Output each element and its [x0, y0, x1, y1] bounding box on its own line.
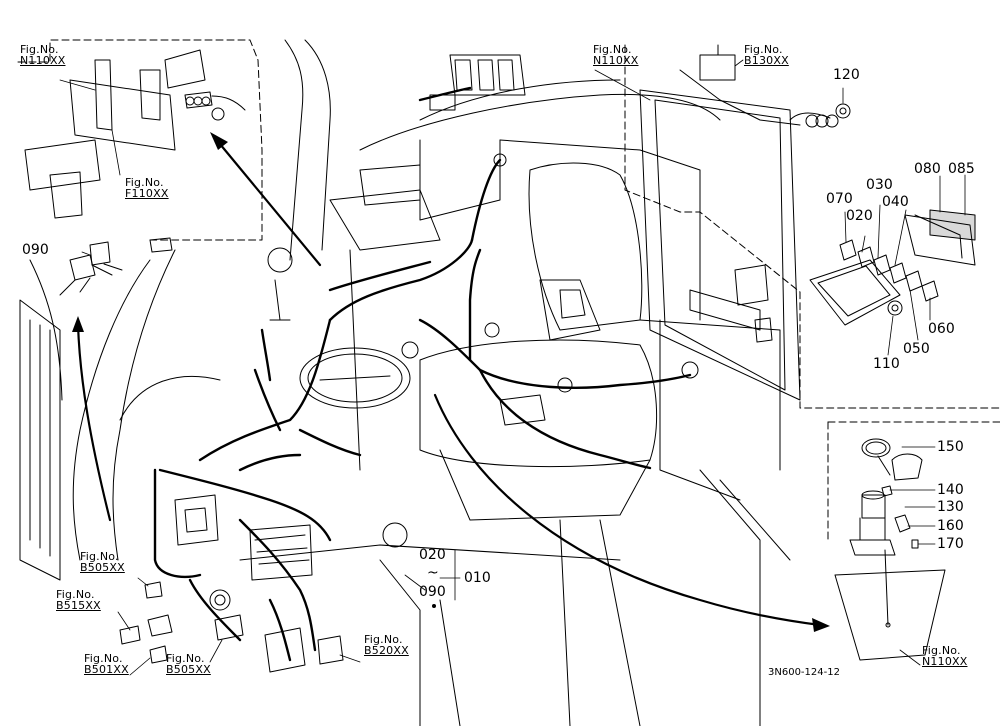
fig-ref-code: N110XX	[593, 54, 639, 67]
fig-ref-top-left: Fig.No. N110XX	[20, 44, 66, 66]
part-number-070: 070	[826, 191, 853, 207]
fig-ref-bottom-left-2: Fig.No. B515XX	[56, 589, 101, 611]
arrow-to-bottom-right	[433, 393, 822, 627]
inset-boundary-top-left	[17, 39, 263, 241]
arrow-to-left	[76, 323, 112, 522]
fig-ref-prefix: Fig.No.	[80, 550, 119, 563]
arrow-heads	[72, 132, 830, 632]
part-number-020: 020	[846, 208, 873, 224]
seat-outline	[419, 162, 658, 521]
part-number-060: 060	[928, 321, 955, 337]
fig-ref-code: N110XX	[20, 54, 66, 67]
fig-ref-bottom-mid-2: Fig.No. B520XX	[364, 634, 409, 656]
dome-lamp	[429, 54, 526, 111]
part-number-140: 140	[937, 482, 964, 498]
fig-ref-prefix: Fig.No.	[125, 176, 164, 189]
part-number-150: 150	[937, 439, 964, 455]
label-leaders	[59, 59, 966, 676]
steering-wheel	[299, 347, 411, 409]
fig-ref-prefix: Fig.No.	[166, 652, 205, 665]
inset-top-right-parts	[639, 44, 851, 401]
range-from-label: 020	[419, 547, 446, 563]
fig-ref-top-left-inner: Fig.No. F110XX	[125, 177, 169, 199]
fig-ref-bottom-left-1: Fig.No. B505XX	[80, 551, 125, 573]
fig-ref-prefix: Fig.No.	[922, 644, 961, 657]
fig-ref-prefix: Fig.No.	[364, 633, 403, 646]
leader-arrows	[76, 136, 822, 627]
part-number-085: 085	[948, 161, 975, 177]
part-number-120: 120	[833, 67, 860, 83]
fig-ref-bottom-left-3: Fig.No. B501XX	[84, 653, 129, 675]
part-number-160: 160	[937, 518, 964, 534]
range-group-label: 010	[464, 570, 491, 586]
range-tilde: ~	[427, 565, 439, 581]
part-number-080: 080	[914, 161, 941, 177]
inset-top-left-parts	[24, 49, 246, 219]
range-to-label: 090	[419, 584, 446, 600]
drawing-code: 3N600-124-12	[768, 667, 840, 678]
part-number-030: 030	[866, 177, 893, 193]
fig-ref-bottom-right: Fig.No. N110XX	[922, 645, 968, 667]
fig-ref-prefix: Fig.No.	[84, 652, 123, 665]
fig-ref-prefix: Fig.No.	[744, 43, 783, 56]
part-number-170: 170	[937, 536, 964, 552]
connector-090-pair	[59, 241, 123, 296]
fig-ref-code: B520XX	[364, 644, 409, 657]
fuse-box	[809, 209, 976, 326]
fig-ref-top-right-2: Fig.No. B130XX	[744, 44, 789, 66]
fig-ref-code: B501XX	[84, 663, 129, 676]
fig-ref-prefix: Fig.No.	[56, 588, 95, 601]
fig-ref-bottom-mid-1: Fig.No. B505XX	[166, 653, 211, 675]
part-number-090: 090	[22, 242, 49, 258]
wiring-harness	[153, 86, 692, 662]
inset-bottom-right-parts	[834, 438, 946, 661]
fig-ref-prefix: Fig.No.	[593, 43, 632, 56]
connector-cluster	[119, 153, 699, 673]
fig-ref-code: B505XX	[80, 561, 125, 574]
part-number-050: 050	[903, 341, 930, 357]
cab-frame	[19, 39, 791, 726]
fig-ref-code: B515XX	[56, 599, 101, 612]
fig-ref-prefix: Fig.No.	[20, 43, 59, 56]
fig-ref-code: B505XX	[166, 663, 211, 676]
part-number-040: 040	[882, 194, 909, 210]
part-number-110: 110	[873, 356, 900, 372]
fig-ref-top-right-1: Fig.No. N110XX	[593, 44, 639, 66]
fig-ref-code: B130XX	[744, 54, 789, 67]
range-marker	[432, 604, 436, 608]
part-number-130: 130	[937, 499, 964, 515]
fig-ref-code: N110XX	[922, 655, 968, 668]
fig-ref-code: F110XX	[125, 187, 169, 200]
arrow-to-top-left	[213, 136, 322, 267]
